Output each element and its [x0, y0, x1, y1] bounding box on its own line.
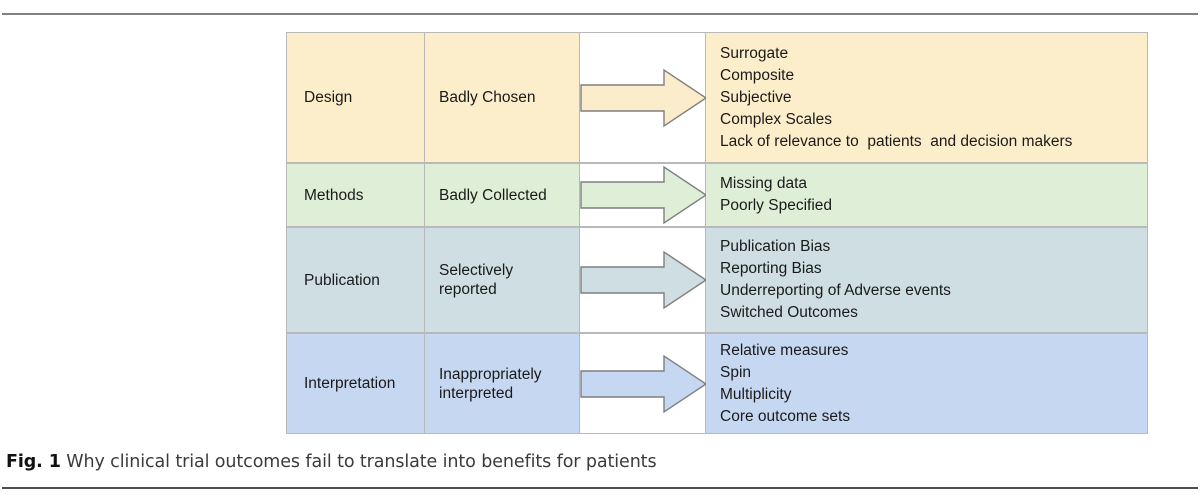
- figure-caption: Fig. 1 Why clinical trial outcomes fail …: [6, 452, 1156, 472]
- outcome-list: Relative measures Spin Multiplicity Core…: [720, 340, 850, 428]
- list-item: Composite: [720, 66, 795, 84]
- category-label: Design: [304, 89, 353, 106]
- table-row-interpretation: Interpretation Inappropriately interpret…: [286, 333, 1148, 434]
- cell-arrow-interpretation: [580, 334, 708, 433]
- category-label: Interpretation: [304, 375, 396, 392]
- figure-bottom-rule: [2, 487, 1198, 489]
- right-arrow-icon: [580, 68, 714, 128]
- list-item: Spin: [720, 363, 752, 381]
- cell-arrow-methods: [580, 164, 708, 226]
- category-label: Publication: [304, 271, 380, 289]
- list-item: Lack of relevance to patients and decisi…: [720, 132, 1073, 150]
- cell-problem-methods: Badly Collected: [425, 164, 580, 226]
- figure-caption-text: Why clinical trial outcomes fail to tran…: [60, 452, 657, 472]
- cell-category-methods: Methods: [286, 164, 425, 226]
- table-row-publication: Publication Selectively reported Publica…: [286, 227, 1148, 333]
- figure-number: Fig. 1: [6, 452, 61, 472]
- cell-category-interpretation: Interpretation: [286, 334, 425, 433]
- problem-label: Inappropriately interpreted: [439, 365, 542, 402]
- list-item: Missing data: [720, 175, 808, 192]
- cell-category-publication: Publication: [286, 228, 425, 332]
- outcome-list: Surrogate Composite Subjective Complex S…: [720, 43, 1072, 153]
- outcome-list: Missing data Poorly Specified: [720, 173, 832, 217]
- cell-outcomes-publication: Publication Bias Reporting Bias Underrep…: [706, 228, 1148, 332]
- right-arrow-icon: [580, 165, 714, 225]
- list-item: Multiplicity: [720, 385, 792, 403]
- list-item: Relative measures: [720, 341, 849, 359]
- list-item: Reporting Bias: [720, 260, 822, 277]
- cell-outcomes-design: Surrogate Composite Subjective Complex S…: [706, 33, 1148, 162]
- cell-problem-interpretation: Inappropriately interpreted: [425, 334, 580, 433]
- list-item: Switched Outcomes: [720, 304, 858, 321]
- list-item: Complex Scales: [720, 110, 832, 128]
- list-item: Subjective: [720, 88, 792, 106]
- problem-label: Badly Collected: [439, 186, 547, 204]
- list-item: Poorly Specified: [720, 197, 833, 214]
- right-arrow-icon: [580, 354, 714, 414]
- right-arrow-icon: [580, 250, 714, 310]
- cell-outcomes-interpretation: Relative measures Spin Multiplicity Core…: [706, 334, 1148, 433]
- list-item: Core outcome sets: [720, 407, 851, 425]
- cell-problem-publication: Selectively reported: [425, 228, 580, 332]
- list-item: Publication Bias: [720, 238, 831, 255]
- list-item: Surrogate: [720, 44, 789, 62]
- outcome-list: Publication Bias Reporting Bias Underrep…: [720, 236, 951, 324]
- list-item: Underreporting of Adverse events: [720, 282, 951, 299]
- cell-problem-design: Badly Chosen: [425, 33, 580, 162]
- cell-outcomes-methods: Missing data Poorly Specified: [706, 164, 1148, 226]
- cell-arrow-design: [580, 33, 708, 162]
- category-label: Methods: [304, 186, 364, 204]
- table-row-methods: Methods Badly Collected Missing data Poo…: [286, 163, 1148, 227]
- figure-top-rule: [2, 13, 1198, 15]
- cell-category-design: Design: [286, 33, 425, 162]
- cell-arrow-publication: [580, 228, 708, 332]
- problem-label: Selectively reported: [439, 262, 514, 298]
- outcomes-failure-diagram: Design Badly Chosen Surrogate Composite …: [286, 32, 1148, 434]
- table-row-design: Design Badly Chosen Surrogate Composite …: [286, 32, 1148, 163]
- problem-label: Badly Chosen: [439, 89, 536, 106]
